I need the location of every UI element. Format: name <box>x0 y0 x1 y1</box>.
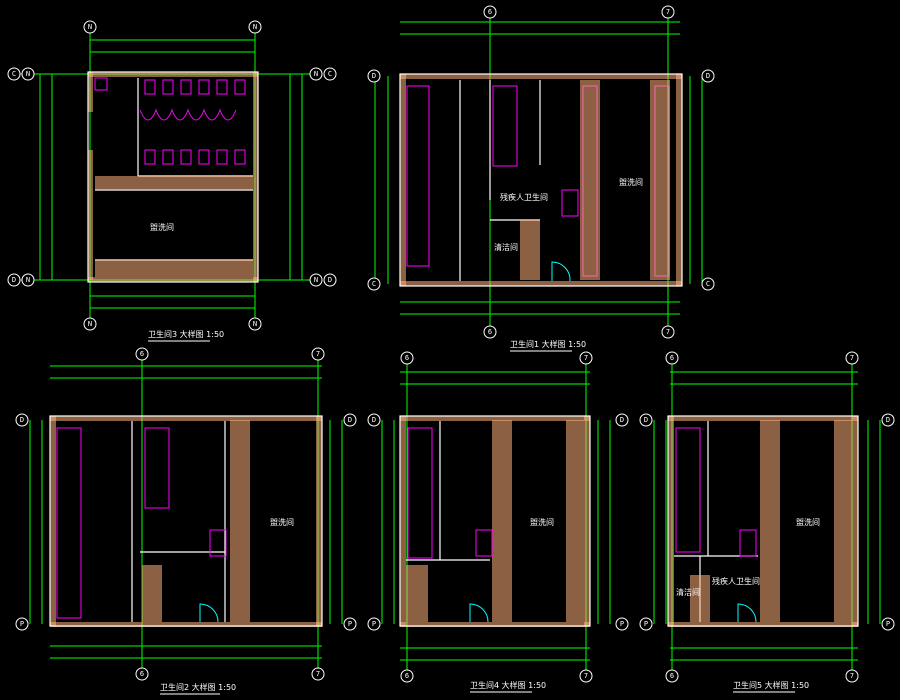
svg-text:D: D <box>328 276 332 284</box>
svg-text:6: 6 <box>140 670 144 678</box>
svg-text:D: D <box>620 416 624 424</box>
svg-text:N: N <box>253 320 257 328</box>
svg-text:D: D <box>12 276 16 284</box>
svg-text:D: D <box>886 416 890 424</box>
svg-text:6: 6 <box>670 672 674 680</box>
svg-text:7: 7 <box>850 354 854 362</box>
plan-5-room-1: 盥洗间 <box>796 517 820 527</box>
plan-3-title: 卫生间2 大样图 1:50 <box>160 682 236 692</box>
plan-2: 盥洗间 残疾人卫生间 清洁间 6 7 6 7 D C D C 卫生间1 大样图 … <box>367 5 715 352</box>
svg-text:C: C <box>372 280 376 288</box>
plan-2-title: 卫生间1 大样图 1:50 <box>510 339 586 349</box>
svg-text:P: P <box>644 620 648 628</box>
plan-3: 盥洗间 6 7 6 7 D P D P 卫生间2 大样图 1:50 <box>15 347 357 695</box>
svg-text:N: N <box>314 276 318 284</box>
svg-text:P: P <box>620 620 624 628</box>
svg-text:D: D <box>348 416 352 424</box>
svg-text:7: 7 <box>666 8 670 16</box>
plan-5-room-3: 残疾人卫生间 <box>712 576 760 586</box>
plan-5-room-2: 清洁间 <box>676 587 700 597</box>
svg-text:6: 6 <box>140 350 144 358</box>
svg-text:P: P <box>348 620 352 628</box>
svg-text:D: D <box>644 416 648 424</box>
plan-4-title: 卫生间4 大样图 1:50 <box>470 680 546 690</box>
svg-text:N: N <box>88 23 92 31</box>
svg-text:C: C <box>706 280 710 288</box>
svg-text:7: 7 <box>316 350 320 358</box>
svg-text:7: 7 <box>584 672 588 680</box>
svg-text:C: C <box>328 70 332 78</box>
svg-text:N: N <box>26 70 30 78</box>
svg-text:N: N <box>26 276 30 284</box>
plan-5: 盥洗间 清洁间 残疾人卫生间 6 7 6 7 D P D P 卫生间5 大样图 … <box>639 351 895 693</box>
svg-text:7: 7 <box>584 354 588 362</box>
svg-text:P: P <box>20 620 24 628</box>
plan-4: 盥洗间 6 7 6 7 D P D P 卫生间4 大样图 1:50 <box>367 351 629 693</box>
plan-1-axis-c <box>7 67 21 81</box>
svg-text:D: D <box>372 416 376 424</box>
svg-text:N: N <box>253 23 257 31</box>
svg-text:7: 7 <box>850 672 854 680</box>
svg-text:N: N <box>314 70 318 78</box>
plan-3-room-1: 盥洗间 <box>270 517 294 527</box>
svg-text:P: P <box>372 620 376 628</box>
svg-text:N: N <box>88 320 92 328</box>
plan-5-title: 卫生间5 大样图 1:50 <box>733 680 809 690</box>
plan-1-room-label: 盥洗间 <box>150 222 174 232</box>
svg-text:7: 7 <box>666 328 670 336</box>
plan-1-title: 卫生间3 大样图 1:50 <box>148 329 224 339</box>
svg-text:6: 6 <box>670 354 674 362</box>
plan-2-room-2: 残疾人卫生间 <box>500 192 548 202</box>
plan-4-room-1: 盥洗间 <box>530 517 554 527</box>
svg-text:7: 7 <box>316 670 320 678</box>
plan-2-room-3: 清洁间 <box>494 242 518 252</box>
svg-text:D: D <box>706 72 710 80</box>
svg-text:D: D <box>372 72 376 80</box>
svg-text:6: 6 <box>405 354 409 362</box>
svg-text:6: 6 <box>405 672 409 680</box>
plan-2-room-1: 盥洗间 <box>619 177 643 187</box>
svg-text:D: D <box>20 416 24 424</box>
svg-text:P: P <box>886 620 890 628</box>
svg-text:C: C <box>12 70 16 78</box>
svg-text:6: 6 <box>488 8 492 16</box>
plan-1: 盥洗间 N N N N C N D N N C N D 卫生间3 大样图 1:5… <box>7 20 337 342</box>
svg-text:6: 6 <box>488 328 492 336</box>
